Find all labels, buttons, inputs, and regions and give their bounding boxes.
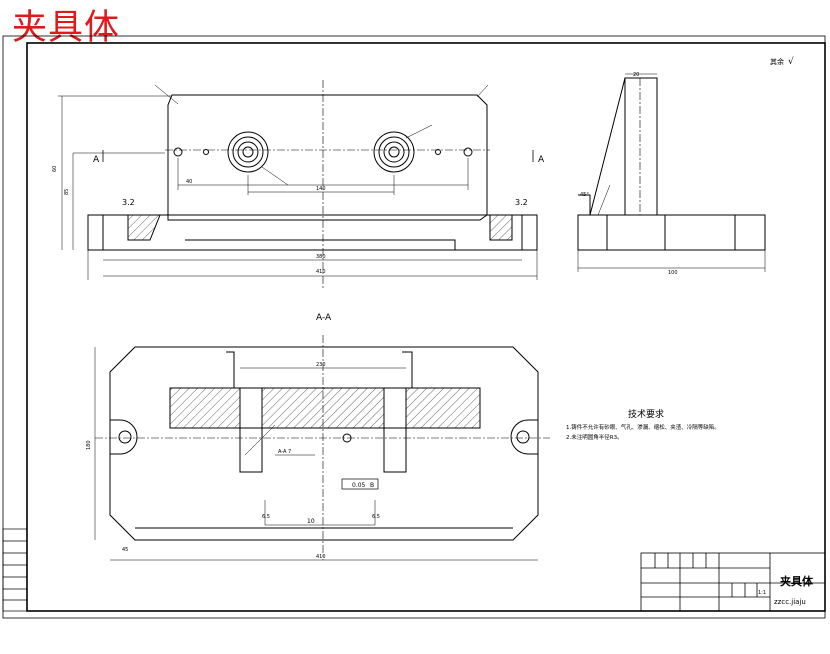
roughness-symbol: √ (788, 56, 794, 67)
section-label: A-A (316, 313, 332, 323)
dim-section-angle: 10 (307, 518, 315, 525)
side-strip (2, 528, 28, 612)
dim-section-height: 180 (86, 440, 92, 450)
tech-req-item-2: 2.未注明圆角半径R3。 (566, 433, 623, 441)
side-view (577, 73, 766, 272)
dim-top-short: 40 (186, 179, 192, 185)
cut-label-right: A (538, 155, 545, 165)
roughness-note: 其余 (770, 57, 784, 66)
dim-section-small-2: 6.5 (372, 514, 380, 520)
dim-top-total: 410 (316, 269, 326, 275)
front-view (58, 80, 538, 290)
tech-req-item-1: 1.铸件不允许有砂眼、气孔、渗漏、缩松、夹渣、冷隔等缺陷。 (566, 423, 720, 431)
dim-section-inner: 230 (316, 362, 326, 368)
gdt-value: 0.05 (352, 482, 366, 489)
dim-top-pitch: 140 (316, 186, 326, 192)
gdt-ref: A-A 7 (278, 449, 291, 455)
dim-top-base: 380 (316, 254, 326, 260)
title-block-part-name: 夹具体 (780, 574, 814, 588)
roughness-front-right: 3.2 (515, 198, 528, 207)
dim-side-chamfer: 45° (580, 192, 589, 198)
title-block-drawing-code: zzcc.jiaju (774, 598, 806, 606)
dim-section-small-1: 6.5 (262, 514, 270, 520)
cut-label-left: A (93, 155, 100, 165)
dim-side-offset: 20 (633, 72, 639, 78)
dim-top-height-2: 60 (52, 166, 58, 172)
dim-top-height-1: 85 (64, 189, 70, 195)
dim-side-width: 100 (668, 270, 678, 276)
gdt-datum: B (370, 482, 374, 489)
dim-section-total: 410 (316, 554, 326, 560)
gdt-frame (341, 478, 379, 490)
section-view (94, 335, 550, 561)
page-title: 夹具体 (12, 8, 121, 48)
title-block-scale: 1:1 (758, 590, 766, 596)
dim-section-offset: 45 (122, 547, 128, 553)
title-block (640, 552, 826, 612)
tech-req-title: 技术要求 (628, 408, 664, 420)
inner-border (26, 42, 826, 612)
roughness-front-left: 3.2 (122, 198, 135, 207)
